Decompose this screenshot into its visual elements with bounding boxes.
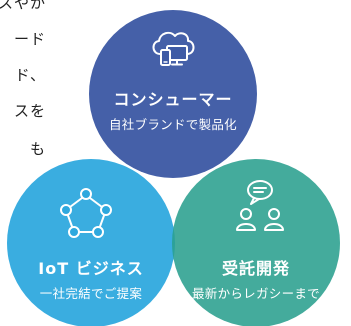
side-text-line: スやか — [0, 0, 46, 12]
iot-title: IoT ビジネス — [38, 259, 144, 278]
consumer-circle — [89, 10, 257, 178]
network-nodes-icon — [60, 188, 112, 238]
consumer-title: コンシューマー — [113, 90, 233, 109]
contract-subtitle: 最新からレガシーまで — [191, 286, 320, 301]
side-text-line: スを — [13, 102, 46, 120]
side-text-line: ード — [13, 30, 46, 48]
contract-label: 受託開発 最新からレガシーまで — [173, 255, 339, 302]
iot-circle — [7, 159, 175, 326]
consumer-label: コンシューマー 自社ブランドで製品化 — [90, 86, 256, 133]
side-text-line: も — [29, 140, 46, 158]
contract-circle — [172, 159, 340, 326]
cloud-devices-icon — [152, 31, 195, 66]
iot-subtitle: 一社完結でご提案 — [39, 286, 143, 301]
contract-title: 受託開発 — [221, 259, 290, 278]
side-text-block: スやか ード ド、 スを も — [0, 0, 70, 170]
consultation-icon — [236, 180, 284, 231]
iot-label: IoT ビジネス 一社完結でご提案 — [8, 255, 174, 302]
side-text-line: ド、 — [14, 66, 46, 84]
consumer-subtitle: 自社ブランドで製品化 — [108, 117, 237, 132]
